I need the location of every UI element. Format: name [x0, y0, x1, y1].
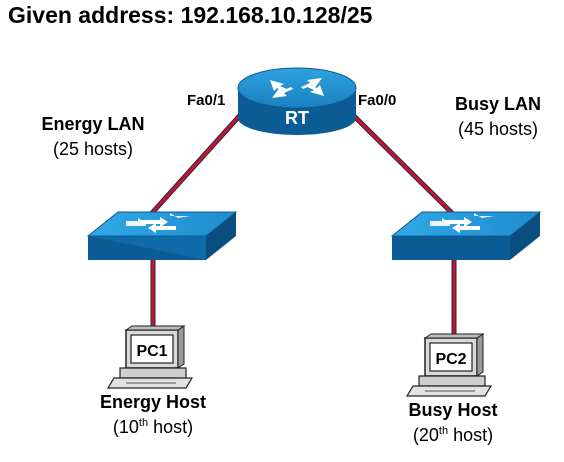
link-router-to-energy-switch	[150, 110, 245, 215]
energy-lan-name: Energy LAN	[41, 114, 145, 134]
energy-host-ordinal: (10th host)	[82, 417, 224, 438]
switch-icon[interactable]	[86, 211, 238, 260]
switch-icon[interactable]	[390, 211, 542, 260]
pc1-screen-label: PC1	[136, 343, 167, 360]
busy-host-ordinal-num: 20	[418, 425, 439, 445]
page-title: Given address: 192.168.10.128/25	[8, 2, 373, 28]
energy-lan-hosts: (25 hosts)	[52, 139, 134, 159]
busy-host-label: Busy Host (20th host)	[382, 400, 524, 446]
router-label: RT	[285, 108, 309, 128]
energy-host-ordinal-rest: host)	[148, 417, 194, 437]
busy-host-name: Busy Host	[408, 400, 498, 420]
busy-host-ordinal-open: (	[412, 425, 419, 445]
port-label-right: Fa0/0	[358, 92, 397, 109]
busy-lan-hosts: (45 hosts)	[457, 119, 539, 139]
router-icon[interactable]	[237, 67, 357, 135]
link-router-to-busy-switch	[348, 110, 454, 215]
energy-host-ordinal-num: 10	[118, 417, 139, 437]
energy-host-name: Energy Host	[99, 392, 207, 412]
energy-host-ordinal-suffix: th	[138, 417, 149, 429]
busy-host-ordinal-suffix: th	[438, 425, 449, 437]
pc-icon[interactable]	[405, 333, 493, 397]
energy-host-ordinal-open: (	[112, 417, 119, 437]
busy-host-ordinal: (20th host)	[382, 425, 524, 446]
busy-lan-label: Busy LAN (45 hosts)	[438, 94, 558, 140]
port-label-left: Fa0/1	[187, 92, 226, 109]
energy-host-label: Energy Host (10th host)	[82, 392, 224, 438]
busy-lan-name: Busy LAN	[454, 94, 541, 114]
energy-lan-label: Energy LAN (25 hosts)	[28, 114, 158, 160]
pc2-screen-label: PC2	[435, 351, 466, 368]
busy-host-ordinal-rest: host)	[448, 425, 494, 445]
pc-icon[interactable]	[106, 325, 194, 389]
